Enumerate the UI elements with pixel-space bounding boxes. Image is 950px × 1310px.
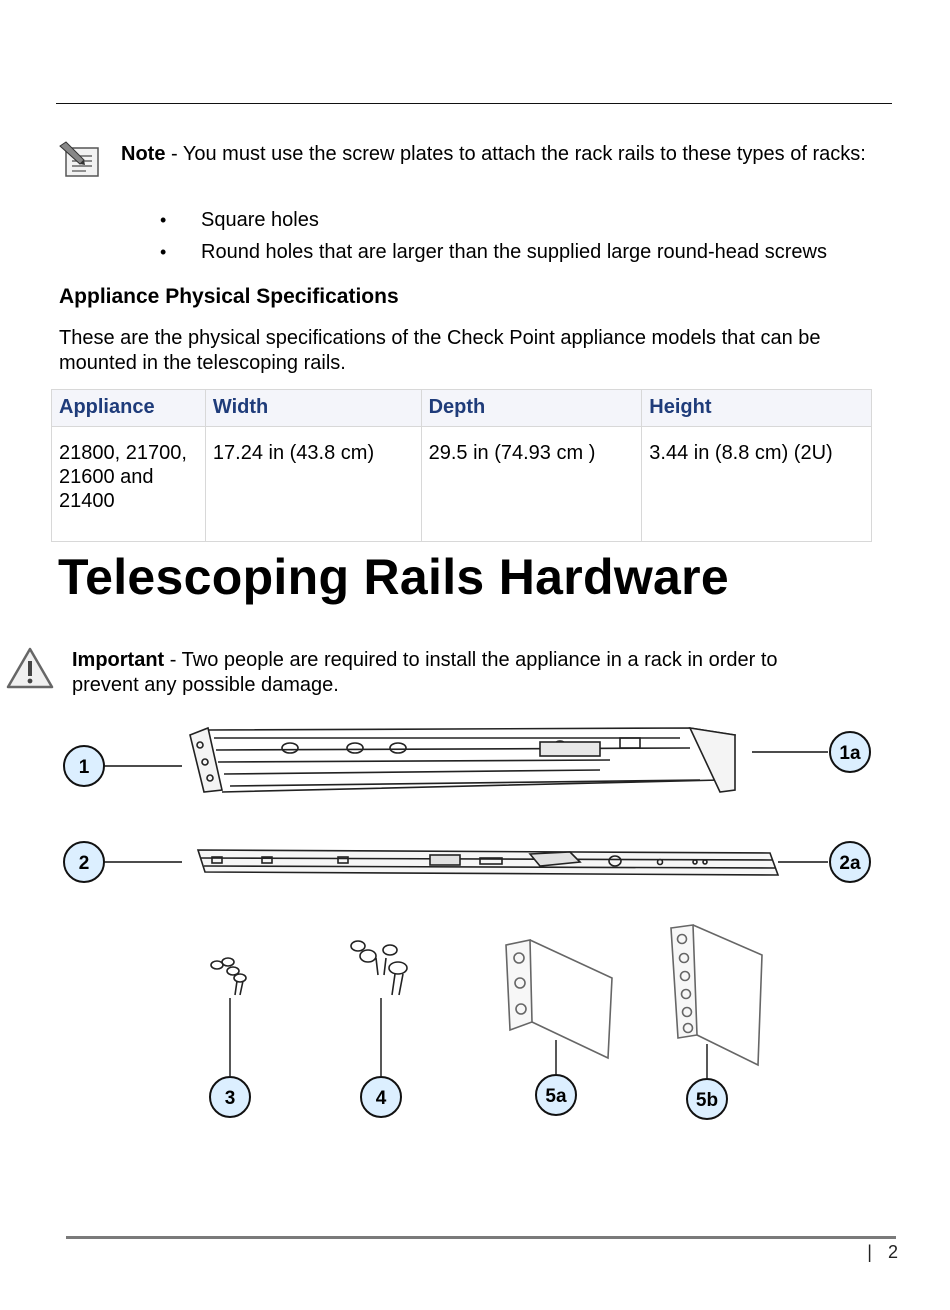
rail-1-drawing: [189, 726, 737, 793]
callout-3: 3: [209, 1076, 251, 1118]
callout-1a: 1a: [829, 731, 871, 773]
callout-1: 1: [63, 745, 105, 787]
page-footer: |2: [867, 1242, 898, 1263]
rail-2-drawing: [196, 849, 780, 876]
callout-label: 2a: [839, 853, 861, 874]
note-label: Note: [121, 143, 166, 165]
note-body: - You must use the screw plates to attac…: [165, 143, 866, 165]
specs-intro: These are the physical specifications of…: [59, 327, 821, 374]
screws-3-drawing: [210, 957, 247, 996]
callout-label: 3: [225, 1088, 236, 1109]
column-header-width: Width: [204, 389, 422, 427]
callout-5b: 5b: [686, 1078, 728, 1120]
warning-icon: [6, 647, 54, 689]
note-bullet-list: Square holes Round holes that are larger…: [160, 206, 827, 270]
important-body: - Two people are required to install the…: [72, 649, 778, 696]
important-label: Important: [72, 649, 165, 671]
callout-2: 2: [63, 841, 105, 883]
list-item: Round holes that are larger than the sup…: [160, 238, 827, 270]
footer-separator: |: [867, 1242, 872, 1262]
callout-leader-lines: [104, 751, 828, 1078]
cell-height: 3.44 in (8.8 cm) (2U): [641, 426, 872, 542]
callout-5a: 5a: [535, 1074, 577, 1116]
callout-label: 4: [376, 1088, 387, 1109]
top-rule: [56, 103, 892, 104]
hardware-heading: Telescoping Rails Hardware: [58, 549, 729, 605]
important-paragraph: Important - Two people are required to i…: [72, 648, 812, 698]
callout-label: 1a: [839, 743, 861, 764]
specs-heading: Appliance Physical Specifications: [59, 285, 399, 308]
table-row: 21800, 21700, 21600 and 21400 17.24 in (…: [51, 426, 872, 542]
bracket-5a-drawing: [505, 939, 613, 1060]
note-paragraph: Note - You must use the screw plates to …: [121, 142, 881, 167]
callout-label: 2: [79, 853, 90, 874]
callout-4: 4: [360, 1076, 402, 1118]
callout-2a: 2a: [829, 841, 871, 883]
cell-appliance: 21800, 21700, 21600 and 21400: [51, 426, 206, 542]
table-header-row: Appliance Width Depth Height: [51, 389, 872, 427]
bracket-5b-drawing: [670, 924, 763, 1067]
specs-table: Appliance Width Depth Height 21800, 2170…: [51, 389, 872, 542]
page-number: 2: [887, 1242, 898, 1262]
callout-label: 5a: [545, 1086, 567, 1107]
note-icon: [59, 141, 99, 177]
callout-label: 5b: [696, 1090, 718, 1111]
column-header-appliance: Appliance: [51, 389, 206, 427]
footer-rule: [66, 1236, 896, 1239]
column-header-depth: Depth: [420, 389, 643, 427]
cell-width: 17.24 in (43.8 cm): [204, 426, 422, 542]
callout-label: 1: [79, 757, 90, 778]
cell-depth: 29.5 in (74.93 cm ): [420, 426, 643, 542]
column-header-height: Height: [641, 389, 872, 427]
list-item: Square holes: [160, 206, 827, 238]
screws-4-drawing: [350, 940, 408, 996]
rails-hardware-illustration: 1 1a 2 2a 3 4 5a 5b: [63, 726, 871, 1120]
